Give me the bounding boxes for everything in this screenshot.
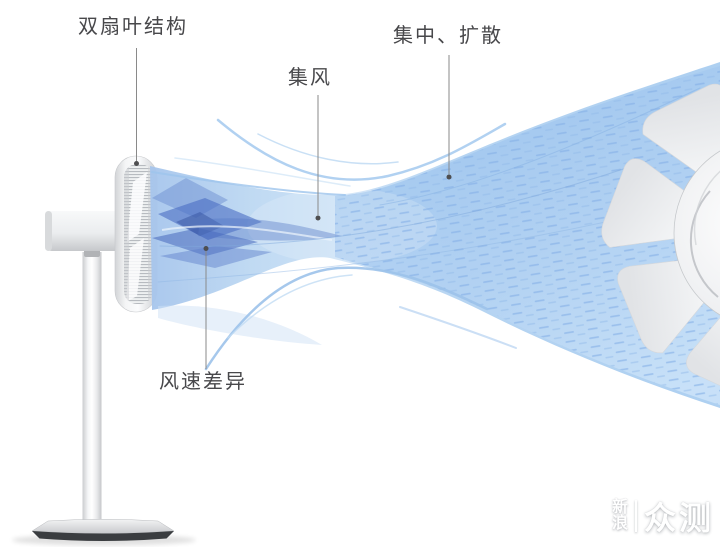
airflow-dark-streams <box>152 178 342 345</box>
watermark: 新 浪 众测 <box>612 493 714 539</box>
fan-arm-cap <box>45 211 52 251</box>
leader-dot-collect-wind <box>315 215 321 221</box>
fan-base <box>31 519 175 541</box>
fan-arm <box>45 211 123 251</box>
label-dual-blade-structure: 双扇叶结构 <box>78 16 188 38</box>
watermark-divider <box>634 500 637 532</box>
watermark-brand-top: 新 <box>611 498 628 516</box>
impeller-hub-swirl <box>693 170 720 246</box>
airflow-streamlines <box>151 87 701 371</box>
leader-dot-concentrate <box>446 174 452 180</box>
fan-head <box>114 155 158 313</box>
impeller-blades <box>601 83 720 402</box>
fan-blade-highlight <box>127 172 147 242</box>
watermark-name: 众测 <box>643 500 714 536</box>
impeller-hub-swirl <box>689 190 719 298</box>
label-concentrate-diffuse: 集中、扩散 <box>393 25 503 47</box>
label-wind-speed-difference: 风速差异 <box>159 371 247 393</box>
fan-grille <box>124 164 153 304</box>
watermark-brand: 新 浪 <box>611 498 628 533</box>
impeller <box>601 83 720 402</box>
watermark-brand-bottom: 浪 <box>611 515 628 532</box>
airflow <box>150 62 720 408</box>
leader-dot-dual-blade <box>134 161 139 166</box>
fan-pole <box>82 252 102 524</box>
airflow-dash-texture <box>335 66 720 405</box>
impeller-blade <box>686 305 720 402</box>
fan-base-top <box>31 519 175 534</box>
leader-dot-wind-speed <box>203 246 209 251</box>
callout-dots <box>134 161 452 251</box>
callout-leaders <box>136 48 450 369</box>
label-collect-wind: 集风 <box>288 67 332 89</box>
fan-blade-highlight <box>126 238 144 302</box>
fan-base-rim <box>32 531 174 541</box>
standing-fan <box>12 155 196 546</box>
